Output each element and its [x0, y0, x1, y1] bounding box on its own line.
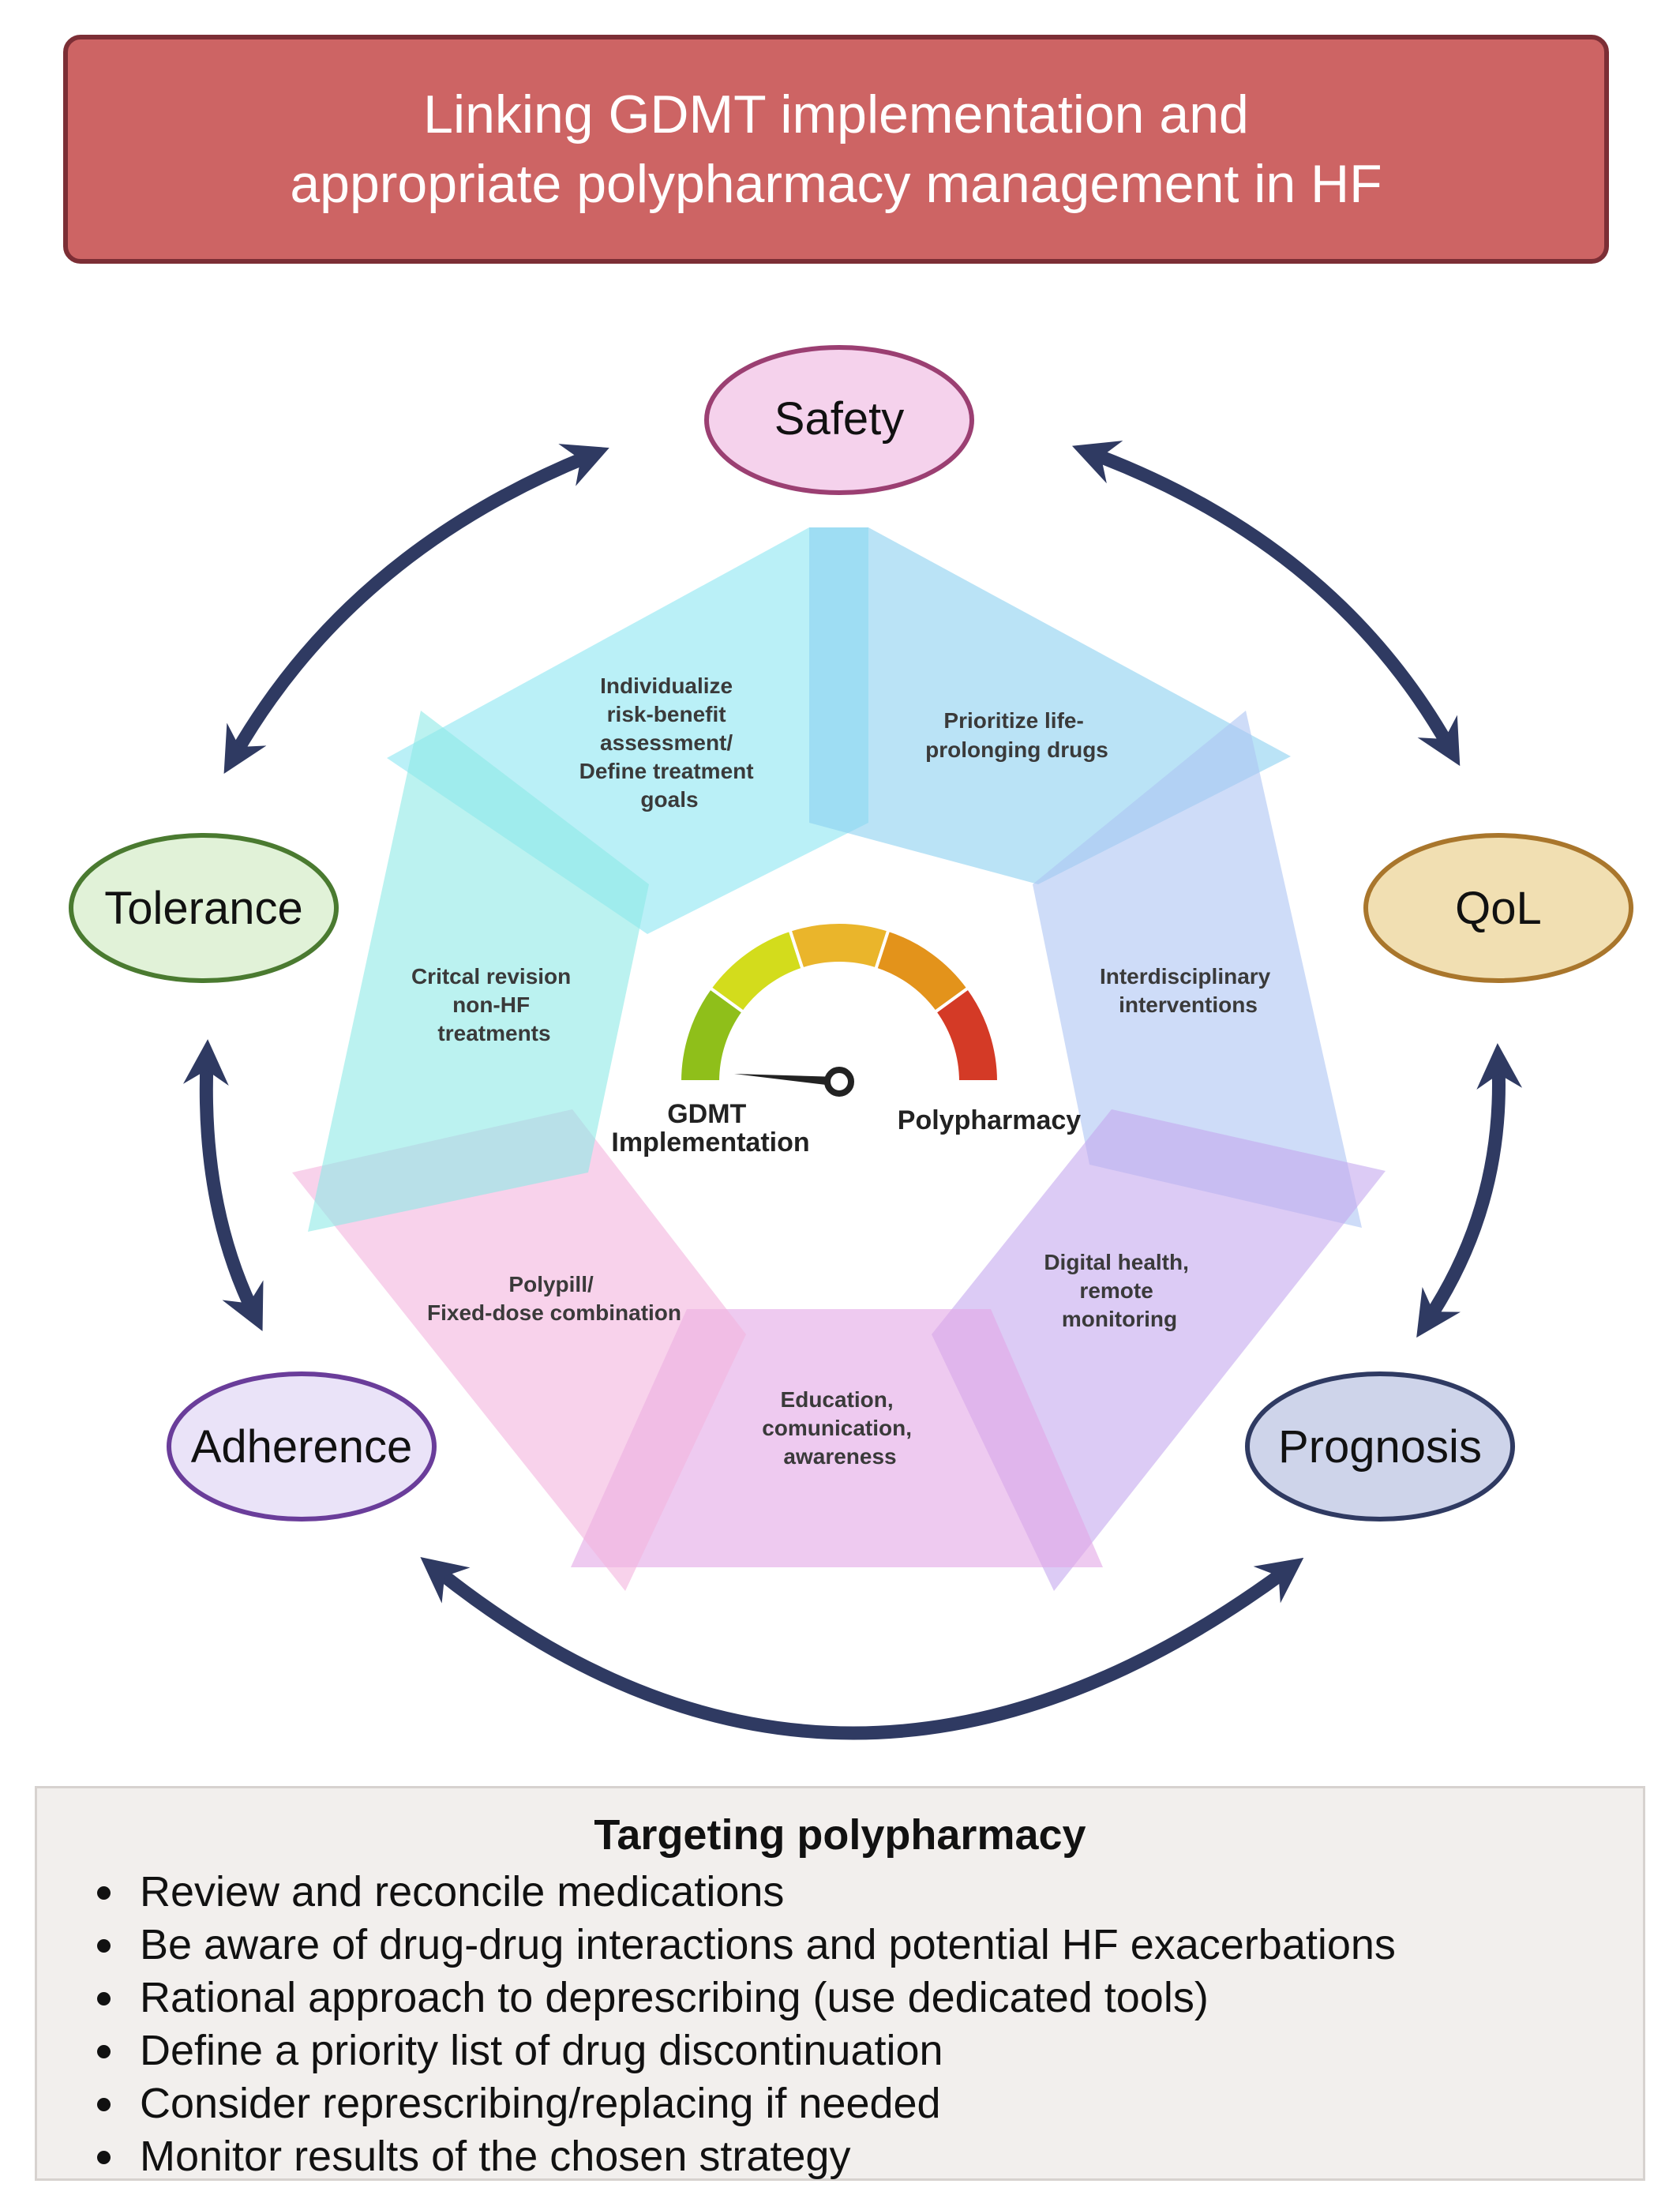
title-line-2: appropriate polypharmacy management in H…: [290, 154, 1382, 214]
arrow-adherence-prognosis: [420, 1557, 1304, 1740]
factor-qol: QoL: [1363, 833, 1633, 983]
arrow-qol-prognosis: [1416, 1043, 1523, 1338]
arrow-tolerance-adherence: [183, 1039, 264, 1332]
factor-prognosis: Prognosis: [1245, 1371, 1515, 1521]
label-interdisciplinary: Interdisciplinary interventions: [1100, 964, 1277, 1017]
title-banner: Linking GDMT implementation and appropri…: [63, 35, 1609, 264]
gauge-pivot: [824, 1067, 854, 1097]
targeting-item-3: Rational approach to deprescribing (use …: [97, 1972, 1396, 2024]
gauge: GDMT Implementation Polypharmacy: [611, 921, 1082, 1158]
factor-adherence: Adherence: [167, 1371, 437, 1521]
targeting-item-6: Monitor results of the chosen strategy: [97, 2130, 1396, 2183]
label-digital-line-3: monitoring: [1062, 1307, 1177, 1331]
label-revision-line-3: treatments: [437, 1021, 550, 1045]
label-risk-benefit-line-2: risk-benefit: [607, 702, 726, 726]
band-polypill: [292, 1109, 746, 1591]
band-interdisciplinary: [1033, 711, 1362, 1228]
label-risk-benefit: Individualize risk-benefit assessment/ D…: [579, 674, 760, 812]
targeting-item-4: Define a priority list of drug discontin…: [97, 2024, 1396, 2077]
label-polypill: Polypill/ Fixed-dose combination: [427, 1272, 681, 1325]
strategy-labels: Individualize risk-benefit assessment/ D…: [411, 674, 1277, 1469]
targeting-item-5: Consider represcribing/replacing if need…: [97, 2077, 1396, 2130]
targeting-title: Targeting polypharmacy: [594, 1811, 1086, 1859]
targeting-polypharmacy-box: Targeting polypharmacy Review and reconc…: [35, 1786, 1645, 2181]
factor-qol-label: QoL: [1455, 883, 1542, 934]
label-risk-benefit-line-1: Individualize: [600, 674, 733, 698]
strategy-bands: [292, 527, 1386, 1591]
factor-safety: Safety: [704, 345, 974, 495]
label-polypill-line-1: Polypill/: [508, 1272, 594, 1296]
label-education-line-1: Education,: [781, 1387, 894, 1412]
gauge-right-label: Polypharmacy: [898, 1105, 1082, 1135]
label-revision-line-1: Critcal revision: [411, 964, 571, 989]
gauge-left-label: GDMT Implementation: [611, 1099, 809, 1158]
gauge-segment-3: [788, 921, 891, 971]
gauge-segment-2: [707, 928, 805, 1015]
label-prioritize: Prioritize life- prolonging drugs: [925, 708, 1108, 762]
targeting-item-1: Review and reconcile medications: [97, 1866, 1396, 1919]
label-risk-benefit-line-3: assessment/: [600, 730, 733, 755]
factor-nodes: Safety QoL Tolerance Adherence Prognosis: [69, 345, 1633, 1521]
gauge-needle: [734, 1074, 839, 1086]
factor-tolerance: Tolerance: [69, 833, 339, 983]
label-risk-benefit-line-5: goals: [640, 787, 698, 812]
label-interdisciplinary-line-2: interventions: [1119, 992, 1258, 1017]
label-interdisciplinary-line-1: Interdisciplinary: [1100, 964, 1271, 989]
factor-adherence-label: Adherence: [191, 1421, 413, 1473]
gauge-segments: [677, 921, 1001, 1083]
label-polypill-line-2: Fixed-dose combination: [427, 1300, 681, 1325]
title-line-1: Linking GDMT implementation and: [423, 84, 1249, 144]
label-risk-benefit-line-4: Define treatment: [579, 759, 754, 783]
band-revision: [308, 711, 649, 1232]
label-digital: Digital health, remote monitoring: [1044, 1250, 1194, 1331]
label-prioritize-line-1: Prioritize life-: [943, 708, 1083, 733]
factor-safety-label: Safety: [774, 393, 904, 445]
gauge-segment-5: [932, 985, 1001, 1083]
label-digital-line-2: remote: [1079, 1278, 1153, 1303]
factor-prognosis-label: Prognosis: [1278, 1421, 1482, 1473]
targeting-list: Review and reconcile medications Be awar…: [97, 1866, 1396, 2183]
cycle-diagram: Safety QoL Tolerance Adherence Prognosis: [69, 345, 1633, 1740]
arrow-safety-qol: [1071, 441, 1461, 767]
label-digital-line-1: Digital health,: [1044, 1250, 1189, 1274]
label-prioritize-line-2: prolonging drugs: [925, 737, 1108, 762]
label-revision: Critcal revision non-HF treatments: [411, 964, 577, 1045]
gauge-left-label-line-1: GDMT: [667, 1099, 746, 1129]
label-education: Education, comunication, awareness: [762, 1387, 918, 1469]
arrow-safety-tolerance: [223, 444, 609, 775]
gauge-left-label-line-2: Implementation: [611, 1128, 809, 1158]
cycle-arrows: [183, 441, 1523, 1740]
targeting-item-2: Be aware of drug-drug interactions and p…: [97, 1919, 1396, 1972]
factor-tolerance-label: Tolerance: [104, 883, 302, 934]
label-education-line-2: comunication,: [762, 1416, 912, 1440]
label-education-line-3: awareness: [783, 1444, 896, 1469]
label-revision-line-2: non-HF: [452, 992, 530, 1017]
